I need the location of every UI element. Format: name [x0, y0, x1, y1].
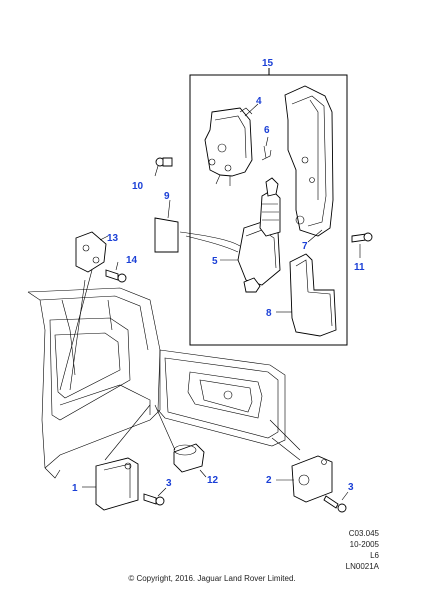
- part-bump-stop: [173, 443, 207, 478]
- part-insulator-pad: [154, 199, 179, 253]
- vehicle-rear-body: [27, 279, 161, 479]
- part-screw-11: [351, 232, 373, 258]
- callout-4: 4: [256, 96, 262, 107]
- callout-13: 13: [107, 233, 119, 244]
- callout-12: 12: [207, 475, 219, 486]
- callout-3a: 3: [166, 478, 172, 489]
- callout-3b: 3: [348, 482, 354, 493]
- callout-labels: 1 2 3 3 4 5 6 7 8 9 10 11 12 13 14 15: [72, 58, 365, 494]
- callout-11: 11: [354, 262, 365, 273]
- latch-assembly-inset: [189, 68, 348, 346]
- part-bolt-3a: [143, 487, 167, 506]
- callout-14: 14: [126, 255, 138, 266]
- callout-6: 6: [264, 125, 270, 136]
- callout-9: 9: [164, 191, 170, 202]
- reference-illustration-id: LN0021A: [345, 562, 379, 571]
- reference-block: C03.045 10-2005 L6 LN0021A: [346, 528, 379, 572]
- part-latch-bracket: [284, 85, 334, 243]
- part-bolt-10: [154, 157, 173, 177]
- reference-model: L6: [370, 551, 379, 560]
- part-bolt-14: [105, 261, 127, 283]
- copyright-notice: © Copyright, 2016. Jaguar Land Rover Lim…: [128, 574, 296, 583]
- part-hinge-tailgate: [276, 455, 333, 503]
- part-actuator: [220, 177, 281, 293]
- callout-7: 7: [302, 241, 308, 252]
- part-hinge-body: [82, 457, 139, 511]
- callout-10: 10: [132, 181, 144, 192]
- part-striker: [75, 231, 109, 273]
- callout-2: 2: [266, 475, 272, 486]
- callout-8: 8: [266, 308, 272, 319]
- part-release-rod: [261, 136, 272, 161]
- tailgate: [157, 349, 301, 461]
- callout-1: 1: [72, 483, 78, 494]
- part-bolt-3b: [323, 491, 349, 513]
- part-control-module: [276, 253, 337, 337]
- reference-code: C03.045: [348, 529, 379, 538]
- leader-lines: [59, 231, 241, 461]
- part-latch: [204, 103, 259, 186]
- reference-date: 10-2005: [349, 540, 379, 549]
- callout-5: 5: [212, 256, 218, 267]
- callout-15: 15: [262, 58, 274, 69]
